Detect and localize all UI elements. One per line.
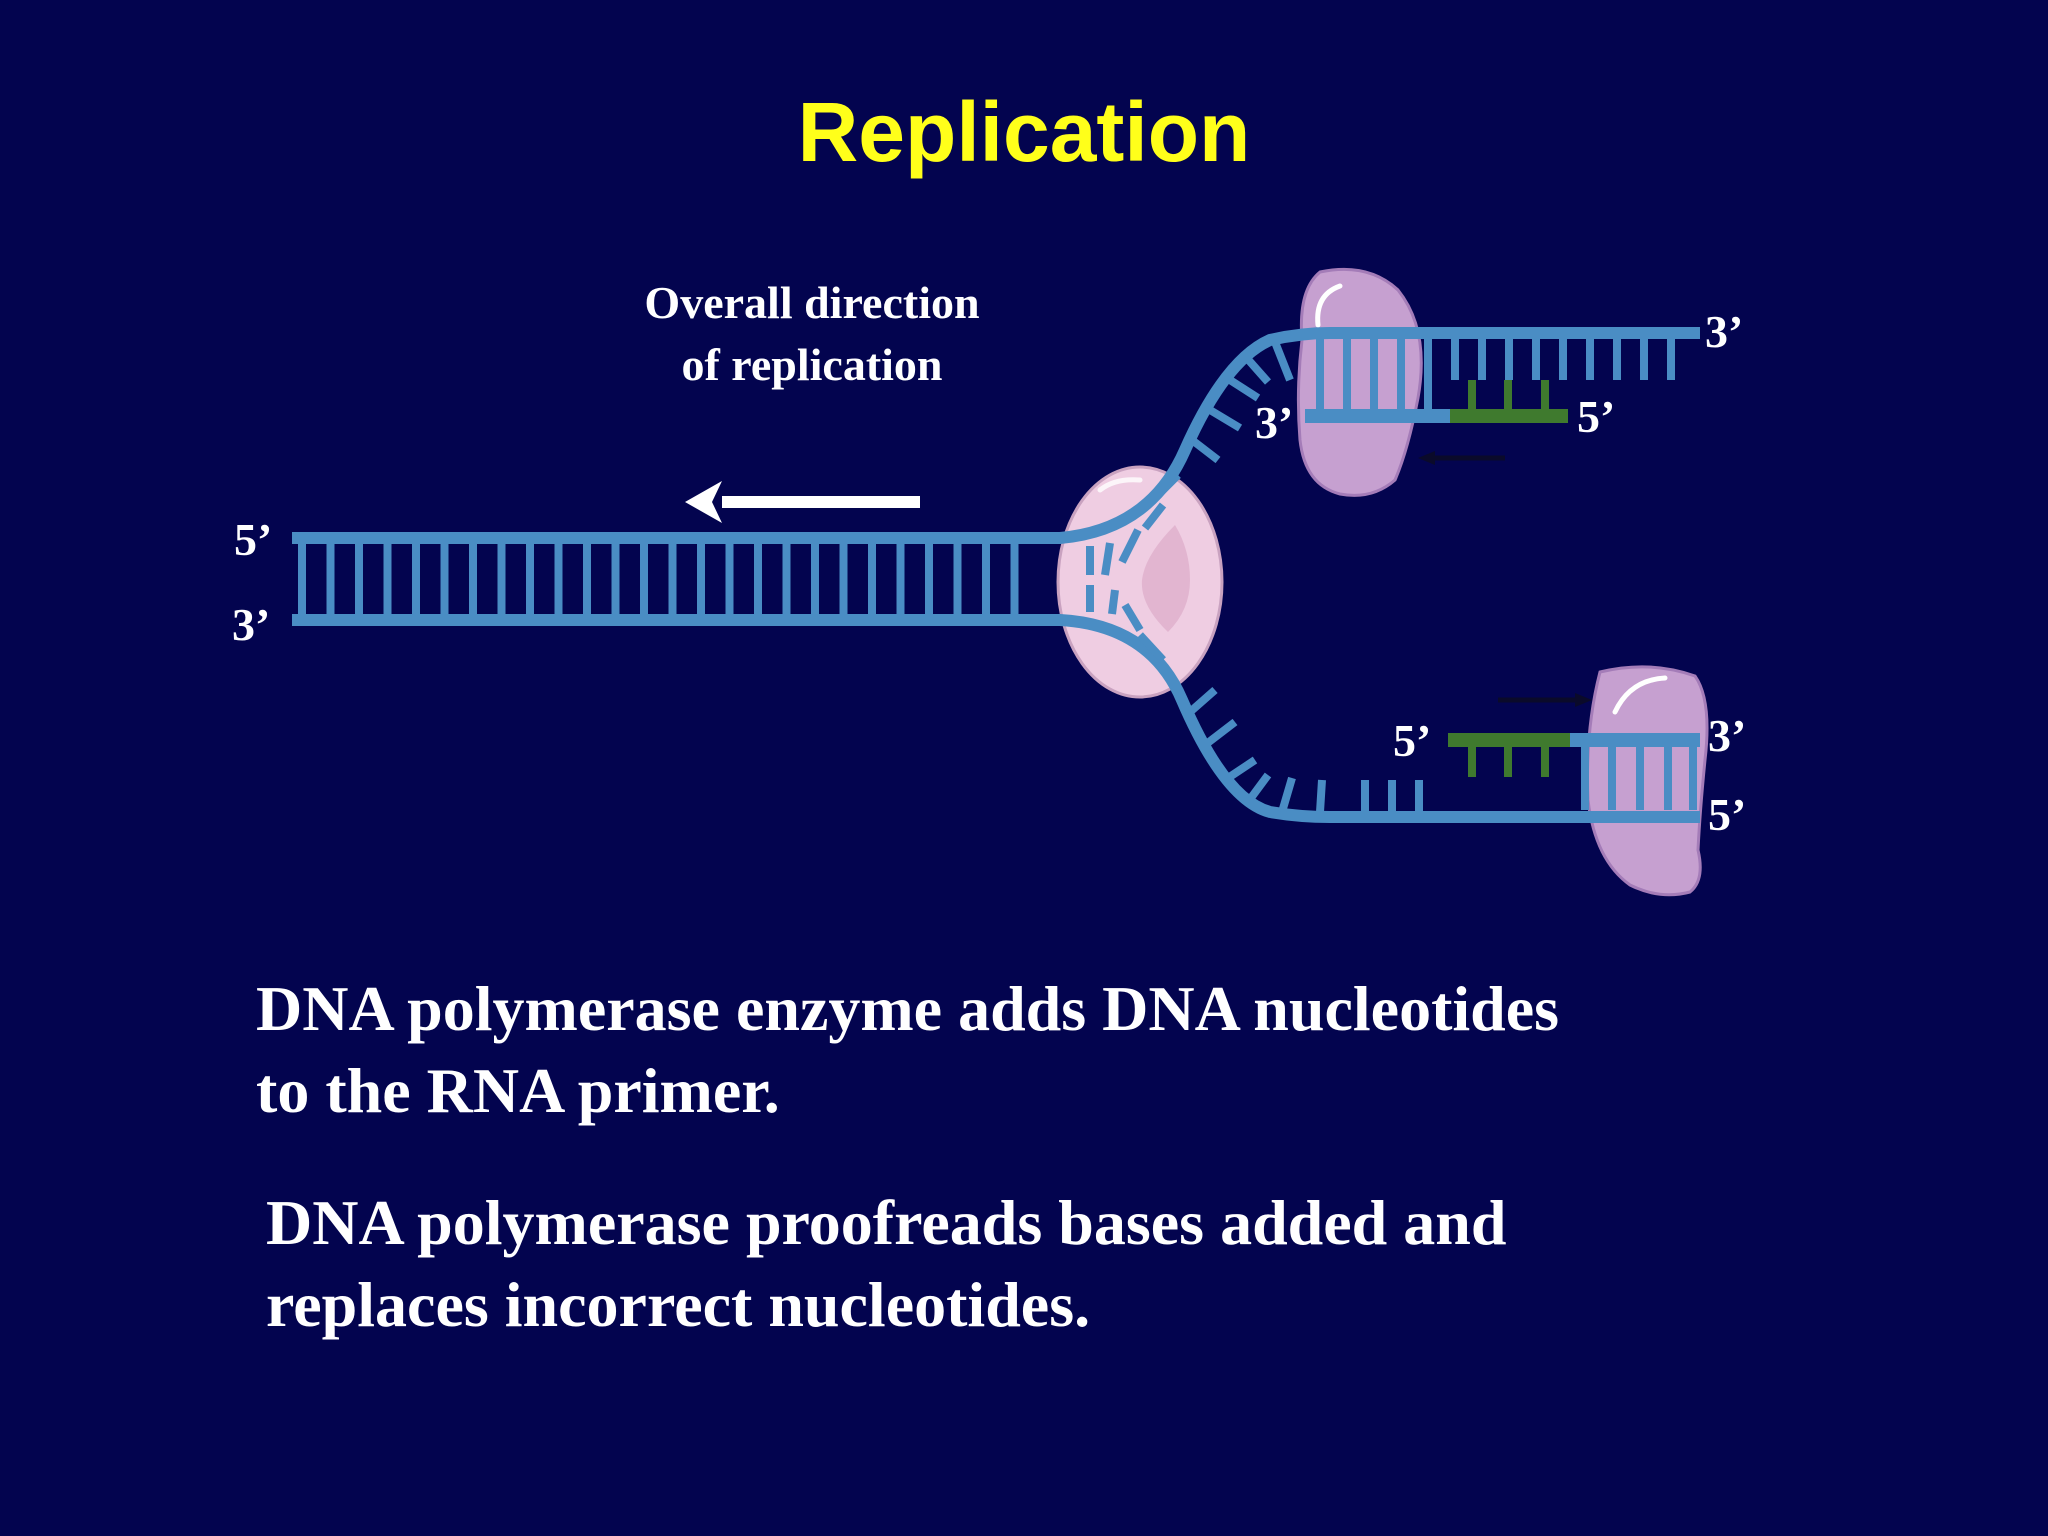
- upper-primer-bases: [1468, 380, 1549, 409]
- caption-2-line2: replaces incorrect nucleotides.: [266, 1269, 1091, 1340]
- end-label-lower-new-end: 3’: [1708, 710, 1746, 761]
- caption-1-line2: to the RNA primer.: [256, 1055, 780, 1126]
- end-label-lower-strand-end: 5’: [1708, 789, 1746, 840]
- end-label-left-top: 5’: [234, 514, 272, 565]
- upper-dna-polymerase: [1296, 267, 1423, 497]
- caption-2-line1: DNA polymerase proofreads bases added an…: [266, 1187, 1507, 1258]
- lower-new-bases: [1581, 747, 1697, 810]
- lower-new-strand: [1448, 693, 1700, 810]
- end-label-upper-new-start: 3’: [1255, 397, 1293, 448]
- end-label-left-bottom: 3’: [232, 599, 270, 650]
- direction-label-line2: of replication: [681, 339, 942, 390]
- upper-template-bases: [1316, 339, 1675, 409]
- overall-direction-arrow: [685, 481, 920, 523]
- parental-top-strand: [292, 327, 1700, 544]
- slide-title: Replication: [797, 85, 1251, 179]
- helicase-enzyme: [1056, 465, 1224, 699]
- end-label-upper-primer-end: 5’: [1577, 391, 1615, 442]
- parental-duplex: [292, 327, 1700, 823]
- end-label-upper-strand-end: 3’: [1705, 306, 1743, 357]
- lower-template-bases: [1361, 780, 1423, 811]
- lower-synthesis-arrow: [1498, 693, 1592, 707]
- caption-polymerase-proofreads: DNA polymerase proofreads bases added an…: [266, 1182, 1506, 1346]
- direction-label-line1: Overall direction: [644, 277, 979, 328]
- parental-bottom-strand: [292, 614, 1700, 823]
- upper-synthesis-arrow: [1418, 451, 1505, 465]
- parental-base-pairs: [298, 544, 1019, 614]
- upper-new-strand: [1305, 380, 1568, 465]
- lower-primer-bases: [1468, 747, 1549, 777]
- caption-polymerase-adds: DNA polymerase enzyme adds DNA nucleotid…: [256, 968, 1559, 1132]
- fork-unpaired-bases: [1086, 340, 1326, 814]
- caption-1-line1: DNA polymerase enzyme adds DNA nucleotid…: [256, 973, 1560, 1044]
- end-label-lower-primer-start: 5’: [1393, 715, 1431, 766]
